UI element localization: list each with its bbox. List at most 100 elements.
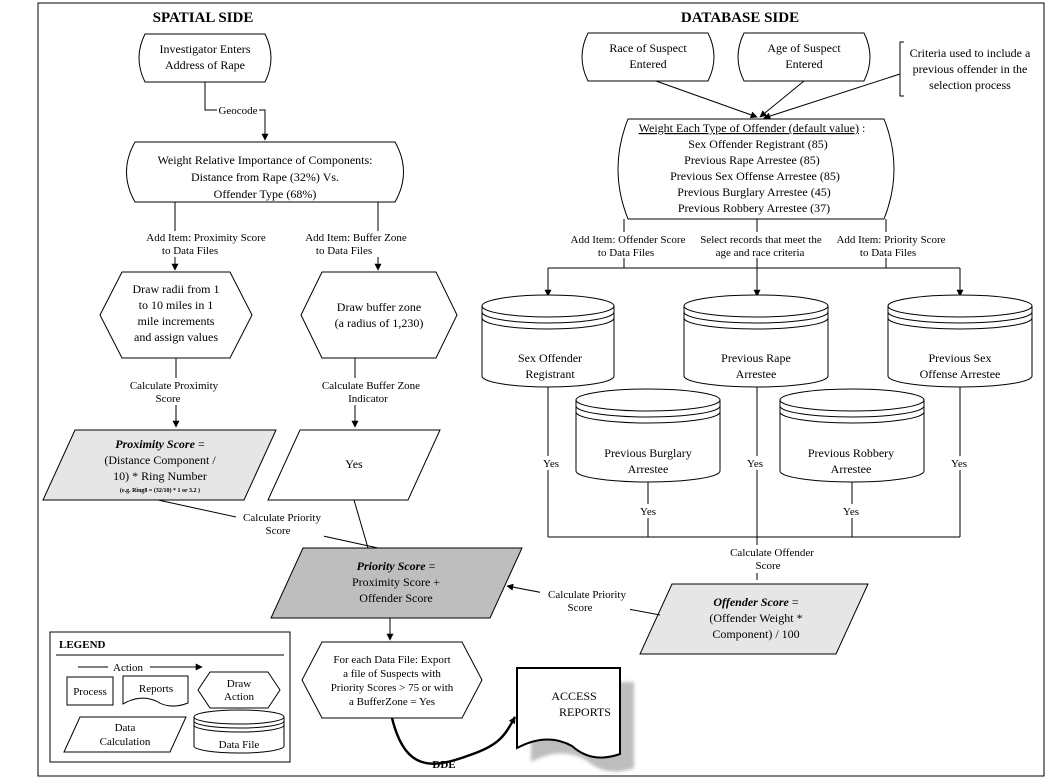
priority-score-title: Priority Score = (357, 559, 436, 573)
file-prev-robbery: Previous Robbery Arrestee (779, 388, 925, 483)
file-prev-burglary-line1: Previous Burglary (604, 446, 691, 460)
age-input-line2: Entered (785, 57, 822, 71)
weight-components-line2: Distance from Rape (32%) Vs. (191, 170, 339, 184)
export-line3: Priority Scores > 75 or with (331, 682, 454, 694)
calc-priority-right-label-line2: Score (567, 602, 592, 614)
add-priority-label-line2: to Data Files (860, 247, 916, 259)
select-records-label-line2: age and race criteria (716, 247, 805, 259)
priority-score-line2: Offender Score (359, 591, 432, 605)
criteria-note-line1: Criteria used to include a (910, 46, 1031, 60)
priority-score-line1: Proximity Score + (352, 575, 440, 589)
offender-score-title: Offender Score = (713, 595, 798, 609)
add-proximity-label-line2: to Data Files (162, 245, 218, 257)
geocode-label: Geocode (218, 105, 257, 117)
calc-proximity-label-line1: Calculate Proximity (130, 380, 219, 392)
outer-frame (37, 2, 1045, 777)
file-prev-rape-line2: Arrestee (736, 367, 777, 381)
draw-radii-line2: to 10 miles in 1 (139, 298, 214, 312)
legend-process-label: Process (73, 686, 107, 698)
race-input-node: Race of Suspect Entered (581, 32, 715, 82)
file-prev-sex-offense: Previous Sex Offense Arrestee (887, 294, 1033, 388)
weight-offender-title: Weight Each Type of Offender (default va… (639, 121, 866, 135)
database-side-heading: DATABASE SIDE (681, 10, 799, 26)
export-line1: For each Data File: Export (333, 654, 450, 666)
file-prev-sex-offense-line1: Previous Sex (929, 351, 992, 365)
offender-score-line1: (Offender Weight * (709, 611, 802, 625)
spatial-side-heading: SPATIAL SIDE (153, 10, 254, 26)
yes-label-prev-rape: Yes (747, 458, 763, 470)
export-line2: a file of Suspects with (343, 668, 441, 680)
legend: LEGEND Action Process Reports Draw Actio… (49, 631, 291, 763)
age-input-line1: Age of Suspect (767, 41, 841, 55)
file-prev-burglary-line2: Arrestee (628, 462, 669, 476)
proximity-score-node: Proximity Score = (Distance Component / … (42, 429, 277, 501)
add-buffer-label-line2: to Data Files (316, 245, 372, 257)
draw-radii-line4: and assign values (134, 330, 218, 344)
weight-offender-line5: Previous Robbery Arrestee (37) (678, 201, 830, 215)
age-to-weight-arrow (759, 80, 805, 118)
draw-radii-line3: mile increments (138, 314, 215, 328)
legend-reports-shape (122, 675, 189, 707)
calc-priority-right-label-line1: Calculate Priority (548, 589, 626, 601)
investigator-enters-line1: Investigator Enters (160, 42, 251, 56)
yes-label-prev-sex-offense: Yes (951, 458, 967, 470)
race-to-weight-arrow (655, 80, 758, 119)
investigator-enters-node: Investigator Enters Address of Rape (138, 33, 272, 83)
race-input-line1: Race of Suspect (609, 41, 687, 55)
legend-data-file-label: Data File (219, 739, 260, 751)
calc-buffer-label-line1: Calculate Buffer Zone (322, 380, 420, 392)
dde-arrow (390, 716, 517, 765)
proximity-score-title: Proximity Score = (115, 437, 205, 451)
add-proximity-label-line1: Add Item: Proximity Score (146, 232, 266, 244)
weight-offender-node: Weight Each Type of Offender (default va… (617, 118, 895, 220)
buffer-yes-node: Yes (267, 429, 441, 501)
age-input-node: Age of Suspect Entered (737, 32, 871, 82)
file-prev-rape: Previous Rape Arrestee (683, 294, 829, 388)
access-reports-node: ACCESS REPORTS (516, 667, 628, 766)
legend-process-shape (66, 676, 114, 706)
legend-data-file-shape (193, 709, 285, 754)
file-prev-rape-line1: Previous Rape (721, 351, 791, 365)
file-prev-robbery-line1: Previous Robbery (808, 446, 894, 460)
weight-components-line3: Offender Type (68%) (214, 187, 317, 201)
draw-buffer-node: Draw buffer zone (a radius of 1,230) (300, 271, 458, 359)
offender-score-node: Offender Score = (Offender Weight * Comp… (639, 583, 869, 655)
file-sex-offender-line2: Registrant (525, 367, 575, 381)
buffer-yes-text: Yes (345, 457, 363, 471)
file-sex-offender: Sex Offender Registrant (481, 294, 615, 388)
add-buffer-label-line1: Add Item: Buffer Zone (305, 232, 407, 244)
calc-offender-label-line1: Calculate Offender (730, 547, 814, 559)
priority-score-node: Priority Score = Proximity Score + Offen… (270, 547, 523, 619)
yes-label-prev-burglary: Yes (640, 506, 656, 518)
yes-label-sex-offender: Yes (543, 458, 559, 470)
file-prev-robbery-line2: Arrestee (831, 462, 872, 476)
weight-components-node: Weight Relative Importance of Components… (126, 141, 404, 203)
criteria-note: Criteria used to include a previous offe… (899, 41, 1031, 97)
dde-label: DDE (432, 759, 455, 771)
calc-proximity-label-line2: Score (155, 393, 180, 405)
draw-radii-line1: Draw radii from 1 (133, 282, 220, 296)
criteria-to-weight-arrow (763, 73, 901, 120)
legend-draw-action-line2: Action (224, 691, 254, 703)
buffer-to-priority-line (353, 499, 369, 549)
legend-data-calculation-line1: Data (115, 722, 136, 734)
weight-offender-line2: Previous Rape Arrestee (85) (684, 153, 820, 167)
file-prev-burglary: Previous Burglary Arrestee (575, 388, 721, 483)
proximity-score-example: (e.g. Ring8 = (32/10) * 1 or 3.2 ) (120, 487, 200, 494)
legend-data-calculation-shape (63, 716, 187, 753)
legend-action-label: Action (113, 662, 143, 674)
export-node: For each Data File: Export a file of Sus… (301, 641, 483, 719)
legend-title: LEGEND (59, 639, 106, 651)
add-offender-label-line1: Add Item: Offender Score (571, 234, 686, 246)
weight-offender-line3: Previous Sex Offense Arrestee (85) (670, 169, 840, 183)
add-priority-label-line1: Add Item: Priority Score (836, 234, 945, 246)
export-line4: a BufferZone = Yes (349, 696, 435, 708)
weight-offender-line4: Previous Burglary Arrestee (45) (677, 185, 830, 199)
add-offender-label-line2: to Data Files (598, 247, 654, 259)
calc-priority-left-label-line1: Calculate Priority (243, 512, 321, 524)
legend-draw-action-shape (197, 671, 281, 709)
yes-label-prev-robbery: Yes (843, 506, 859, 518)
offender-score-line2: Component) / 100 (712, 627, 799, 641)
draw-buffer-line2: (a radius of 1,230) (335, 316, 424, 330)
